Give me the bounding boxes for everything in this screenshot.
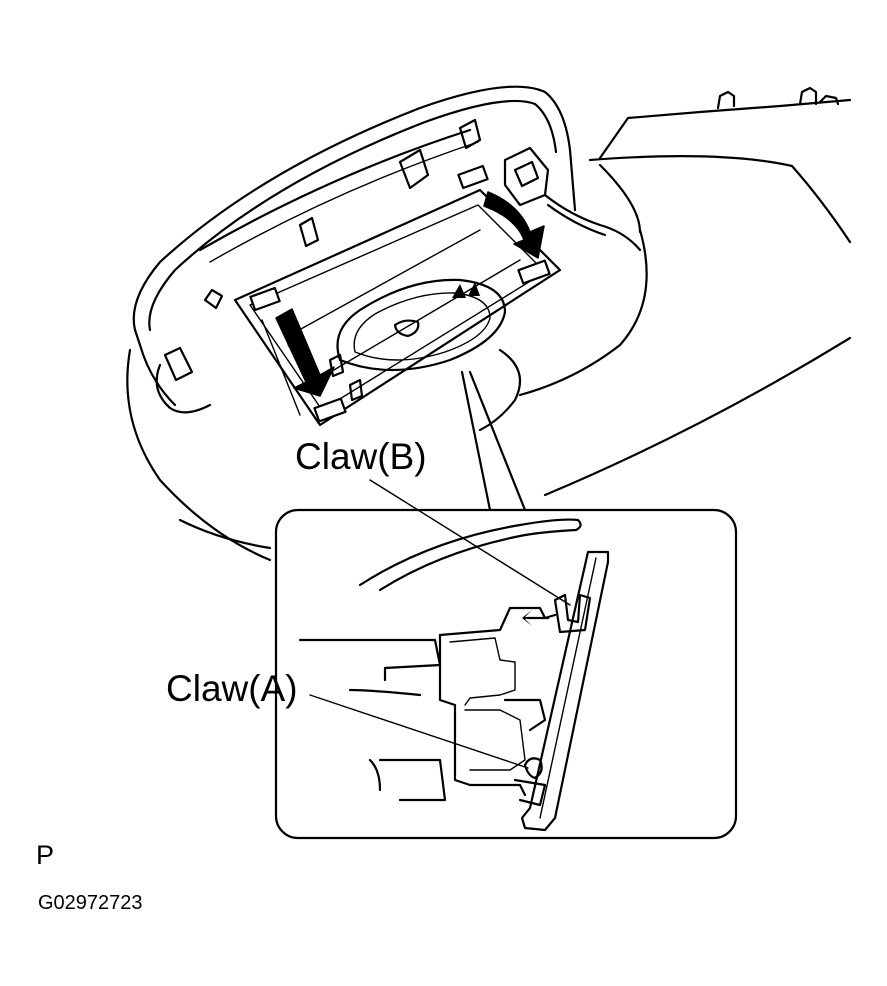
frame-claws	[249, 164, 551, 423]
arrow-right	[483, 191, 545, 259]
lens-frame-plate	[233, 188, 562, 427]
figure-id: G02972723	[38, 892, 143, 914]
view-code: P	[36, 840, 55, 870]
arrow-left	[275, 308, 335, 397]
label-leaders	[309, 479, 571, 769]
claw-b-label: Claw(B)	[295, 436, 427, 477]
detail-callout-lines	[460, 370, 527, 512]
detail-inset	[274, 508, 738, 840]
headliner-surface	[126, 86, 852, 562]
claw-a-label: Claw(A)	[166, 668, 298, 709]
connector	[503, 146, 642, 252]
map-lamp-housing	[132, 85, 577, 414]
removal-arrows	[275, 191, 545, 397]
